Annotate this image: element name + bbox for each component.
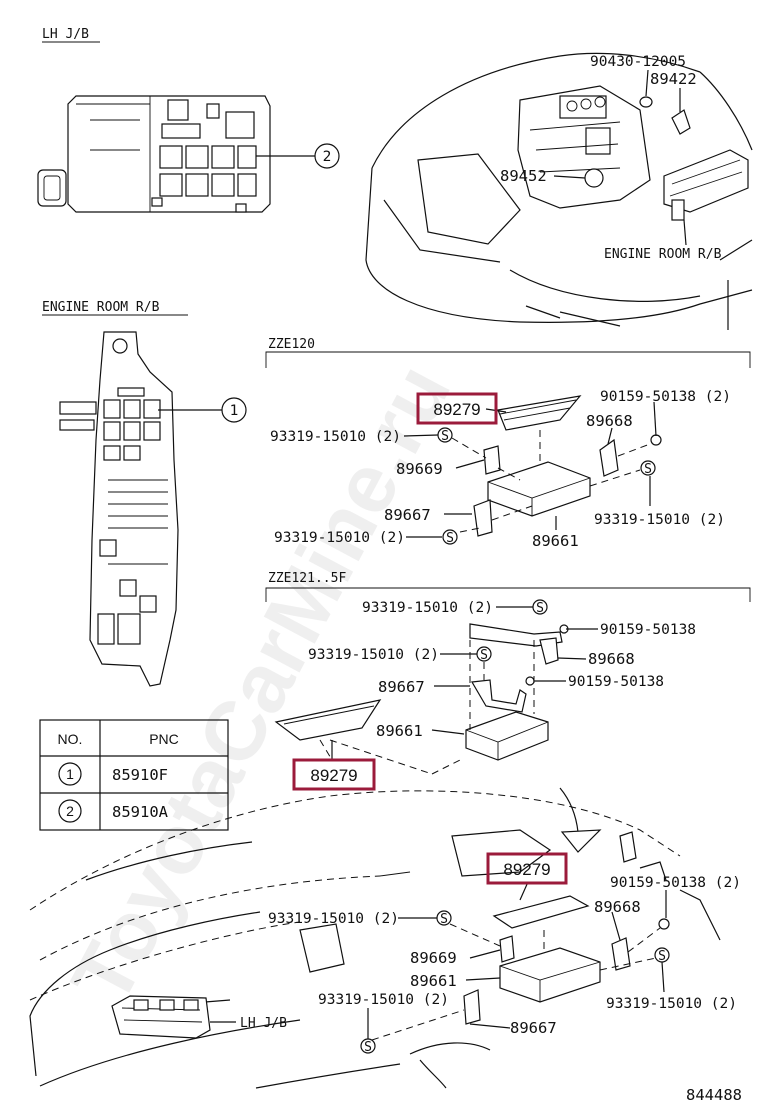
engine-room-relay-block-drawing (59, 331, 179, 687)
part-label-zze120-90159-50138: 90159-50138 (2) (600, 389, 731, 405)
part-label-zze121-90159-50138-a: 90159-50138 (600, 622, 696, 638)
part-label-zze121-89661: 89661 (376, 722, 423, 740)
svg-text:S: S (658, 949, 666, 964)
part-label-zze120-89668: 89668 (586, 412, 633, 430)
section-label-zze121: ZZE121..5F (268, 571, 346, 586)
svg-text:S: S (441, 429, 449, 444)
part-label-zze120-93319-15010-c: 93319-15010 (2) (274, 530, 405, 546)
part-label-zze121-93319-15010-b: 93319-15010 (2) (308, 647, 439, 663)
part-label-zze120-89669: 89669 (396, 460, 443, 478)
part-label-zze121-93319-15010-a: 93319-15010 (2) (362, 600, 493, 616)
highlight-box-dashboard-89279 (486, 852, 568, 885)
table-row-1-pnc: 85910F (112, 766, 168, 784)
table-row-2-no: 2 (66, 803, 74, 819)
pnc-table: NO. PNC 1 85910F 2 85910A (39, 719, 229, 831)
part-label-zze120-89667: 89667 (384, 506, 431, 524)
part-label-dashboard-89667: 89667 (510, 1019, 557, 1037)
table-row-1-no: 1 (66, 766, 74, 782)
svg-text:S: S (644, 462, 652, 477)
callout-number-1: 1 (230, 403, 239, 419)
section-label-zze120: ZZE120 (268, 337, 315, 352)
part-label-zze121-89668: 89668 (588, 650, 635, 668)
part-label-zze121-89667: 89667 (378, 678, 425, 696)
engine-room-rb-callout-label: ENGINE ROOM R/B (604, 247, 722, 262)
part-label-89422: 89422 (650, 70, 697, 88)
callout-circle-2 (314, 143, 340, 169)
part-label-dashboard-93319-15010-a: 93319-15010 (2) (268, 911, 399, 927)
part-label-zze120-93319-15010-a: 93319-15010 (2) (270, 429, 401, 445)
part-label-90430-12005: 90430-12005 (590, 54, 686, 70)
part-label-zze120-89279: 89279 (433, 400, 480, 419)
table-header-no: NO. (58, 731, 83, 747)
car-front-engine-bay-drawing (365, 52, 753, 330)
part-label-zze121-89279: 89279 (310, 766, 357, 785)
svg-text:S: S (440, 912, 448, 927)
highlight-box-zze120-89279 (416, 392, 498, 425)
figure-number: 844488 (686, 1086, 742, 1104)
section-label-engine-room-rb: ENGINE ROOM R/B (42, 300, 160, 315)
svg-text:S: S (446, 531, 454, 546)
table-row-2-pnc: 85910A (112, 803, 169, 821)
zze121-ecu-assembly-drawing: S S (274, 599, 569, 761)
lh-junction-block-drawing (37, 95, 271, 213)
svg-text:S: S (480, 648, 488, 663)
svg-text:S: S (364, 1040, 372, 1055)
part-label-dashboard-89669: 89669 (410, 949, 457, 967)
part-label-zze120-89661: 89661 (532, 532, 579, 550)
part-label-zze121-90159-50138-b: 90159-50138 (568, 674, 664, 690)
part-label-dashboard-89661: 89661 (410, 972, 457, 990)
callout-number-2: 2 (323, 149, 332, 165)
part-label-dashboard-93319-15010-c: 93319-15010 (2) (606, 996, 737, 1012)
part-label-dashboard-89668: 89668 (594, 898, 641, 916)
section-label-lh-jb: LH J/B (42, 27, 89, 42)
lh-jb-callout-label: LH J/B (240, 1016, 287, 1031)
part-label-dashboard-93319-15010-b: 93319-15010 (2) (318, 992, 449, 1008)
part-label-89452: 89452 (500, 167, 547, 185)
zze120-ecu-assembly-drawing: S S S (437, 395, 662, 546)
highlight-box-zze121-89279 (292, 758, 376, 791)
table-header-pnc: PNC (149, 731, 179, 747)
svg-text:S: S (536, 601, 544, 616)
part-label-zze120-93319-15010-b: 93319-15010 (2) (594, 512, 725, 528)
callout-circle-1 (221, 397, 247, 423)
part-label-dashboard-90159-50138: 90159-50138 (2) (610, 875, 741, 891)
part-label-dashboard-89279: 89279 (503, 860, 550, 879)
